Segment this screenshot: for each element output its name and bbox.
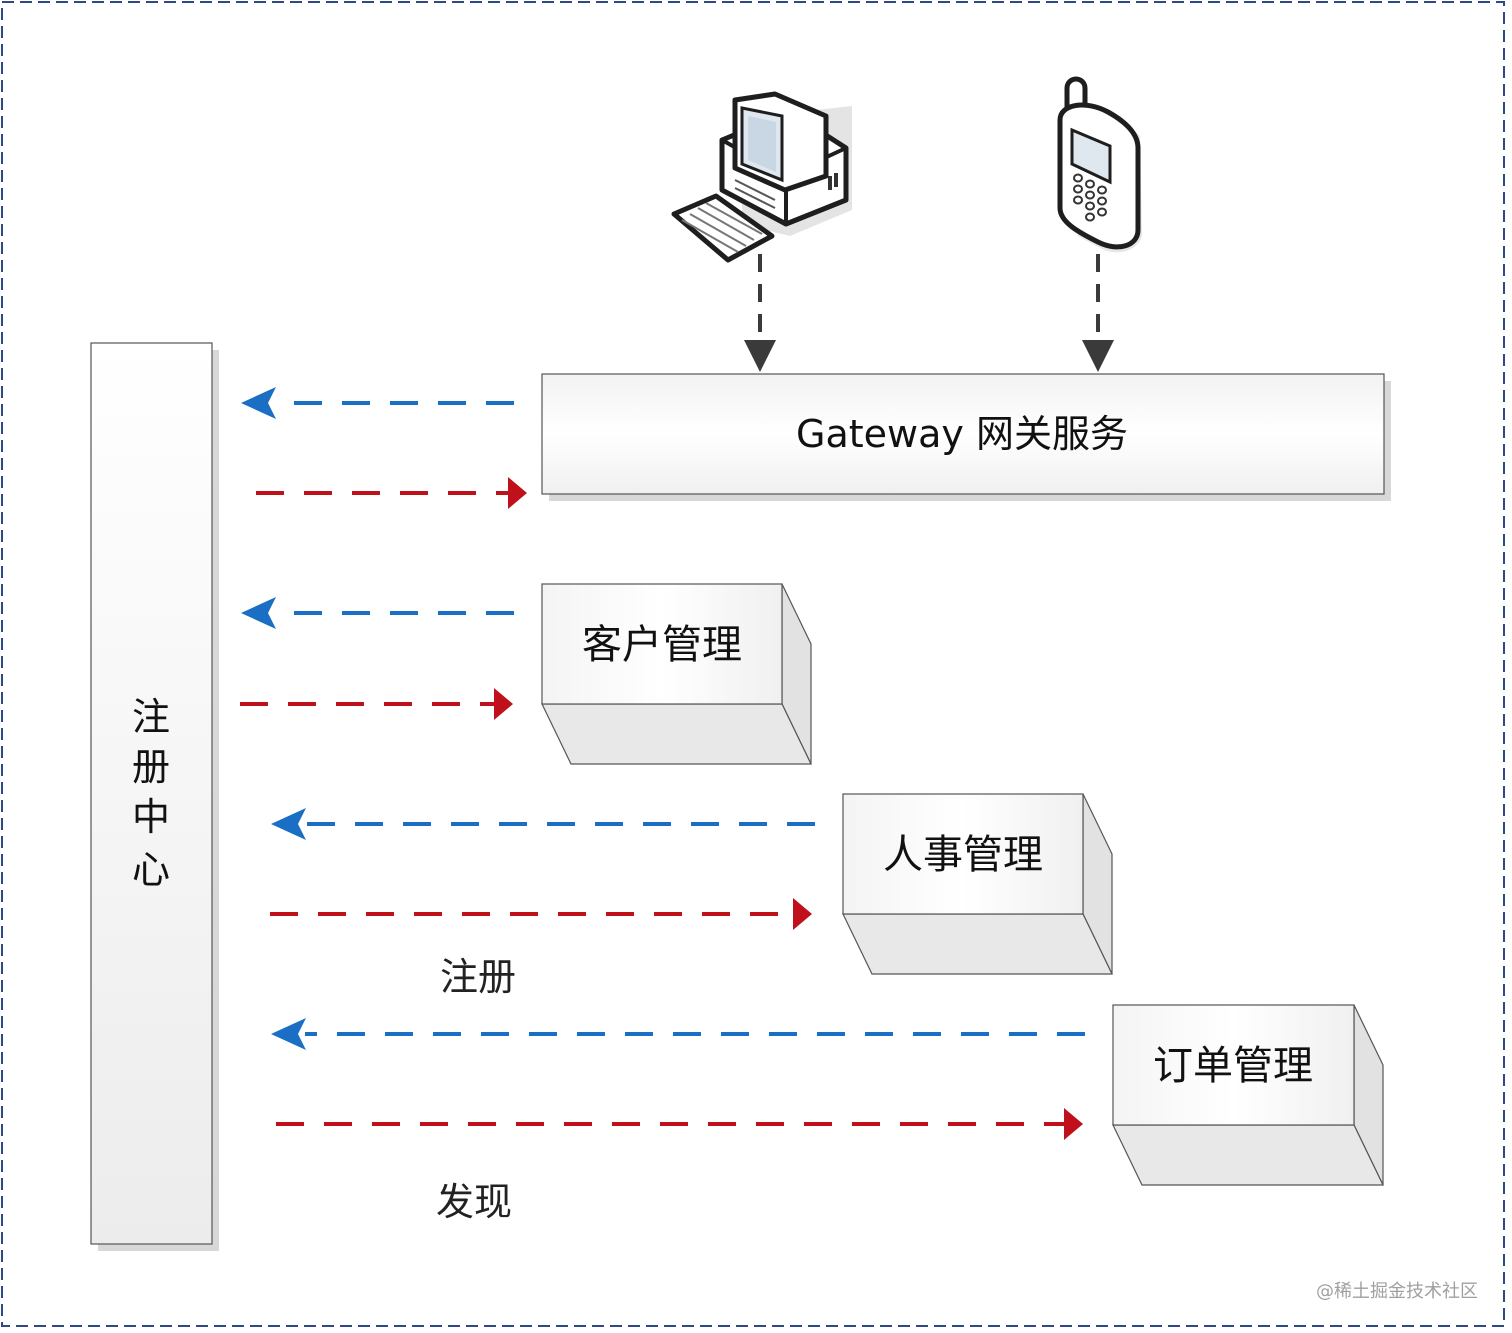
register-arrow-gateway — [256, 477, 527, 509]
mobile-phone-icon — [1057, 76, 1142, 253]
registry-label-char-1: 注 — [132, 695, 170, 739]
service-label-hr: 人事管理 — [883, 832, 1043, 878]
client-arrow-computer — [744, 254, 776, 372]
gateway-box: Gateway 网关服务 — [541, 373, 1391, 501]
gateway-label: Gateway 网关服务 — [796, 412, 1128, 456]
service-box-customer: 客户管理 — [541, 583, 812, 765]
watermark: @稀土掘金技术社区 — [1316, 1281, 1478, 1302]
discover-arrow-order — [271, 1018, 1085, 1050]
desktop-computer-icon — [671, 91, 852, 263]
discover-arrow-customer — [241, 597, 514, 629]
service-label-order: 订单管理 — [1153, 1043, 1313, 1089]
discover-arrow-hr — [271, 808, 815, 840]
registry-center: 注 册 中 心 — [90, 342, 219, 1251]
register-arrow-customer — [240, 688, 513, 720]
service-box-hr: 人事管理 — [842, 793, 1113, 975]
service-label-customer: 客户管理 — [582, 622, 742, 668]
register-arrow-hr — [270, 898, 812, 930]
register-label: 注册 — [440, 955, 516, 999]
service-box-order: 订单管理 — [1112, 1004, 1384, 1186]
registry-label-char-3: 中 — [132, 795, 170, 839]
discover-label: 发现 — [436, 1180, 512, 1224]
discover-arrow-gateway — [241, 387, 514, 419]
client-arrow-phone — [1082, 254, 1114, 372]
register-arrow-order — [276, 1108, 1083, 1140]
registry-label-char-4: 心 — [132, 848, 170, 892]
registry-label-char-2: 册 — [132, 745, 170, 789]
